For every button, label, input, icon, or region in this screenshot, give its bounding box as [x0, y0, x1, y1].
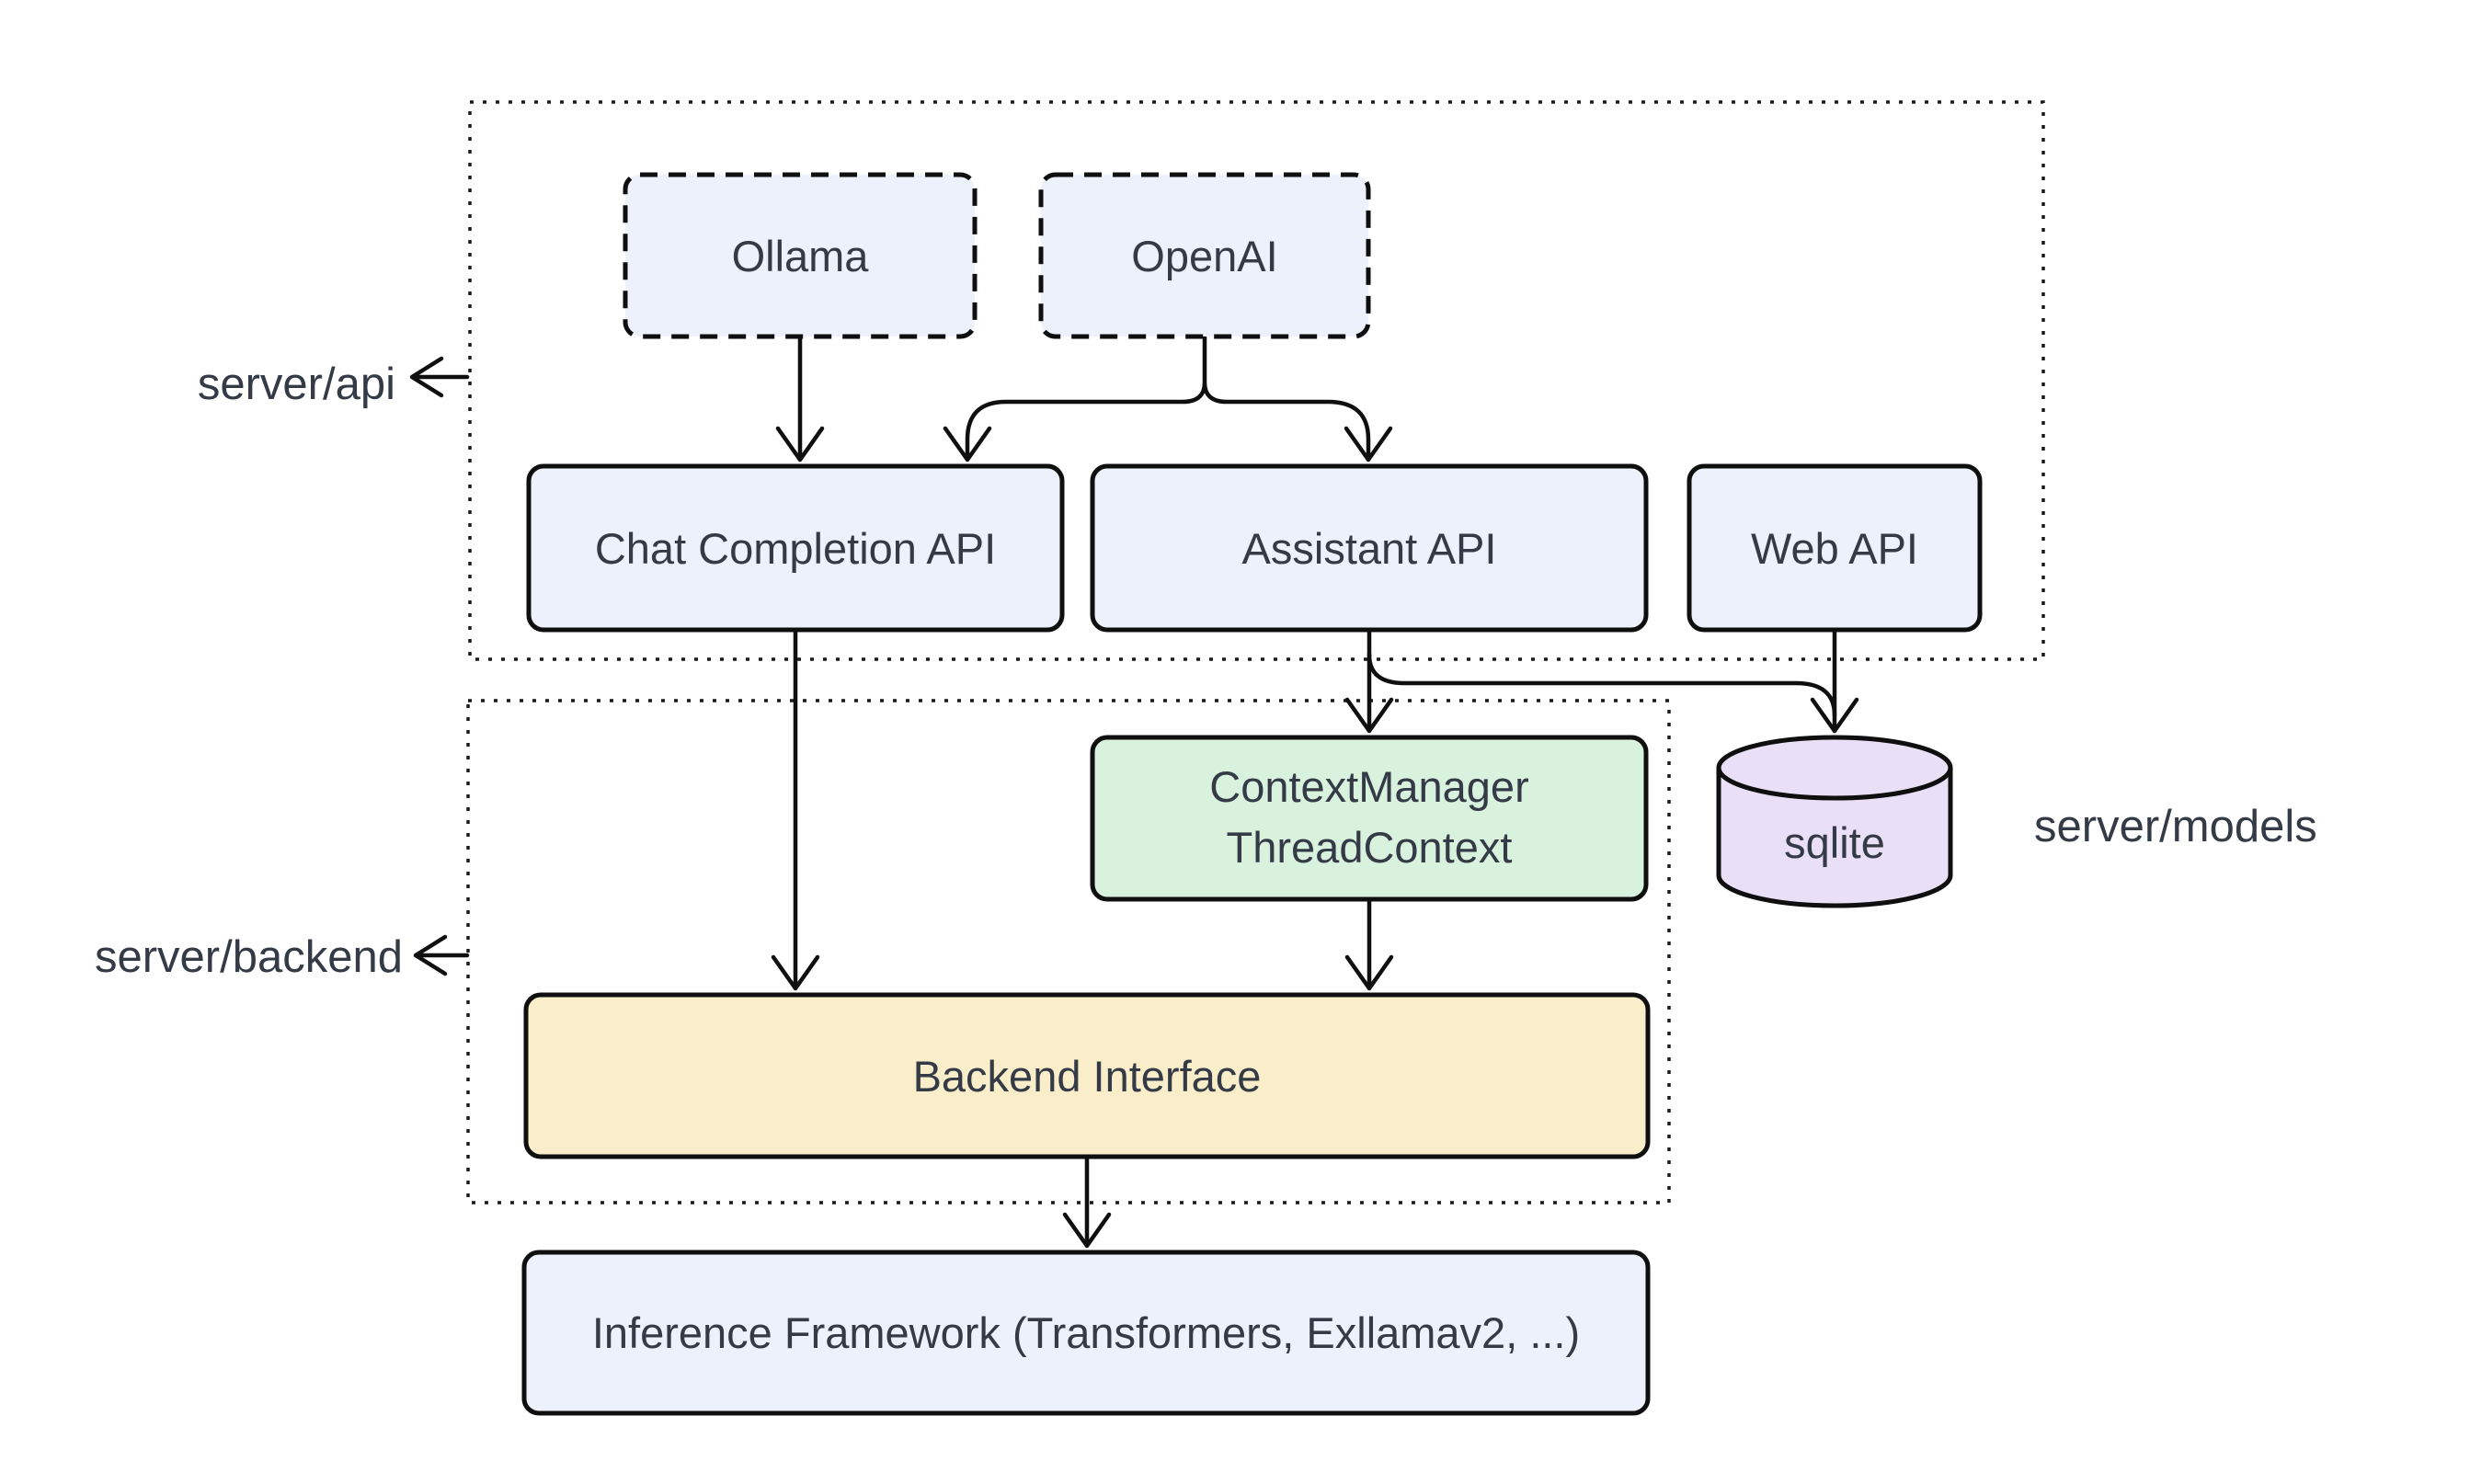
edge-assistant-to-sqlite	[1367, 652, 1837, 718]
edge-openai-split-to-apis	[943, 333, 1393, 462]
group-label-server-models: server/models	[2034, 802, 2317, 851]
node-sqlite-cylinder	[1716, 735, 1953, 908]
node-context-manager-label-line1: ContextManager	[1209, 762, 1528, 811]
node-ollama-label: Ollama	[732, 232, 870, 280]
server-api-label-arrow	[409, 356, 470, 398]
group-label-server-backend: server/backend	[95, 932, 403, 982]
edge-chat-completion-to-backend-interface	[771, 627, 820, 991]
node-sqlite-label: sqlite	[1784, 818, 1885, 867]
server-backend-label-arrow	[413, 934, 470, 976]
node-chat-completion-api-label: Chat Completion API	[595, 524, 996, 573]
node-assistant-api	[1090, 463, 1649, 633]
node-web-api-label: Web API	[1751, 524, 1918, 573]
node-context-manager-label-line2: ThreadContext	[1227, 823, 1513, 872]
edge-web-api-to-sqlite	[1810, 627, 1859, 734]
node-backend-interface	[523, 992, 1651, 1159]
node-inference-framework	[521, 1250, 1651, 1416]
group-server-backend-container	[466, 699, 1671, 1204]
node-assistant-api-label: Assistant API	[1242, 524, 1497, 573]
edge-assistant-to-context-manager	[1344, 627, 1394, 734]
node-openai-label: OpenAI	[1131, 232, 1277, 280]
sqlite-cylinder-rim	[1716, 767, 1953, 801]
group-label-server-api: server/api	[198, 360, 395, 409]
node-chat-completion-api	[526, 463, 1065, 633]
node-ollama	[623, 172, 978, 339]
edge-context-manager-to-backend-interface	[1344, 896, 1394, 991]
group-server-api-container	[468, 100, 2045, 661]
node-web-api	[1687, 463, 1983, 633]
node-inference-framework-label: Inference Framework (Transformers, Exlla…	[592, 1308, 1580, 1357]
edge-ollama-to-chat-completion	[775, 334, 825, 462]
node-context-manager	[1090, 735, 1649, 902]
node-openai	[1038, 172, 1371, 339]
node-backend-interface-label: Backend Interface	[913, 1052, 1262, 1101]
edge-backend-interface-to-inference-framework	[1062, 1154, 1112, 1249]
